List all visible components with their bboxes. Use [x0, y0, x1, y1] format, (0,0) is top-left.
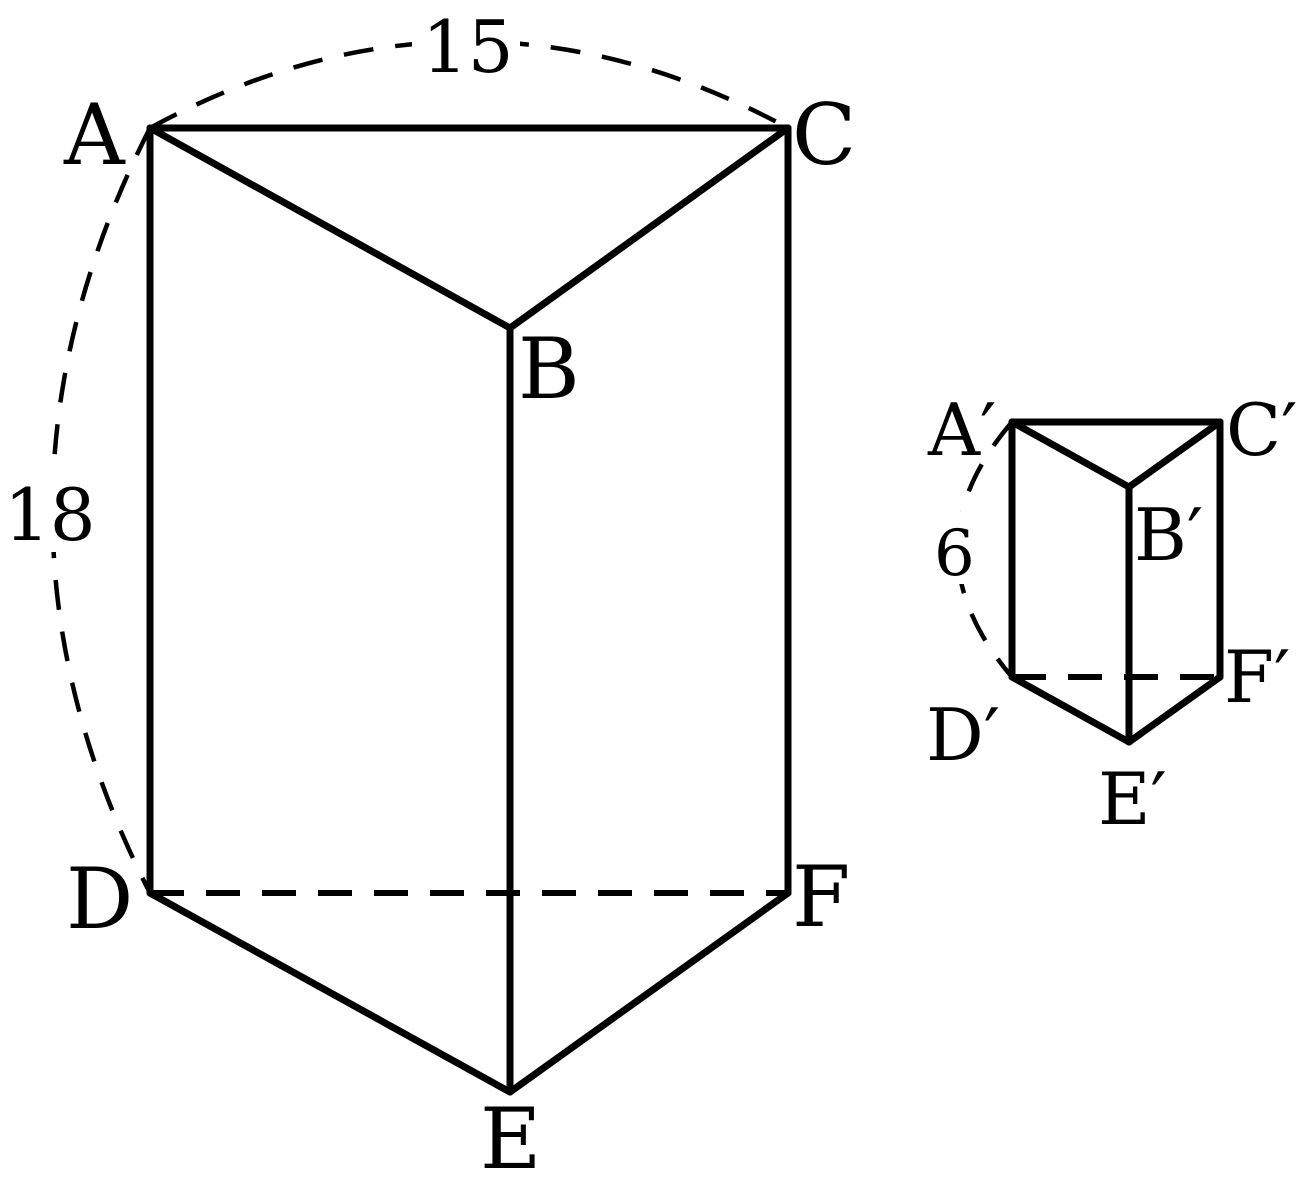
small-vertex-label-c: C′ — [1226, 388, 1297, 472]
small-edge-BC — [1125, 418, 1224, 491]
large-vertex-label-b: B — [518, 320, 580, 418]
small-height-dimension-label: 6 — [934, 517, 975, 591]
large-vertex-label-d: D — [66, 850, 133, 948]
large-height-dimension-label-bg — [2, 472, 94, 552]
large-edge-BC — [506, 124, 792, 332]
large-edge-EF — [506, 889, 792, 1096]
small-vertex-label-a: A′ — [927, 388, 996, 472]
large-vertex-label-c: C — [792, 86, 856, 184]
small-vertex-label-d: D′ — [926, 693, 1000, 777]
small-prism: A′ B′ C′ D′ E′ F′ 6 — [926, 388, 1297, 841]
large-vertex-label-e: E — [480, 1090, 541, 1188]
large-edge-DE — [146, 889, 514, 1096]
small-edge-EF — [1125, 673, 1224, 746]
small-height-dimension-label-bg — [930, 512, 980, 584]
large-height-dimension-arc — [50, 126, 153, 895]
small-vertex-label-b: B′ — [1134, 493, 1203, 577]
small-edge-DE — [1008, 673, 1133, 746]
small-vertex-label-f: F′ — [1224, 635, 1290, 719]
large-height-dimension-label: 18 — [4, 473, 96, 557]
large-prism: A B C D E F 15 18 — [2, 5, 856, 1188]
large-top-dimension-label-bg — [412, 6, 520, 82]
large-vertex-label-a: A — [63, 86, 126, 184]
small-vertex-label-e: E′ — [1098, 757, 1167, 841]
large-top-dimension-label: 15 — [422, 5, 514, 89]
large-vertex-label-f: F — [792, 848, 850, 946]
large-edge-AB — [146, 124, 514, 332]
small-edge-AB — [1008, 418, 1133, 491]
